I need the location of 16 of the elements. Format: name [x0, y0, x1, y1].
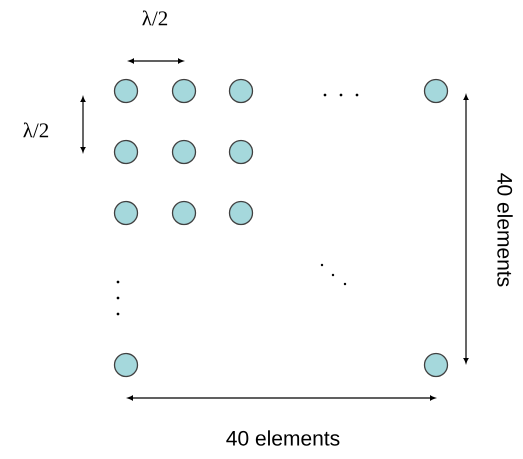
element-circle [114, 140, 138, 164]
dimension-label: 40 elements [226, 430, 340, 446]
element-circle [172, 78, 196, 104]
dimension-label: λ/2 [23, 122, 48, 138]
element-circle [114, 78, 138, 104]
element-circle [228, 200, 254, 226]
element-circle [424, 352, 448, 378]
element-circle [114, 200, 138, 226]
element-circle [172, 140, 196, 164]
element-circle [424, 78, 448, 104]
dimension-label: λ/2 [142, 10, 168, 26]
element-circle [172, 200, 196, 226]
dimension-label: 40 elements [497, 173, 513, 286]
element-circle [228, 140, 254, 164]
element-circle [228, 78, 254, 104]
element-circle [114, 352, 138, 378]
